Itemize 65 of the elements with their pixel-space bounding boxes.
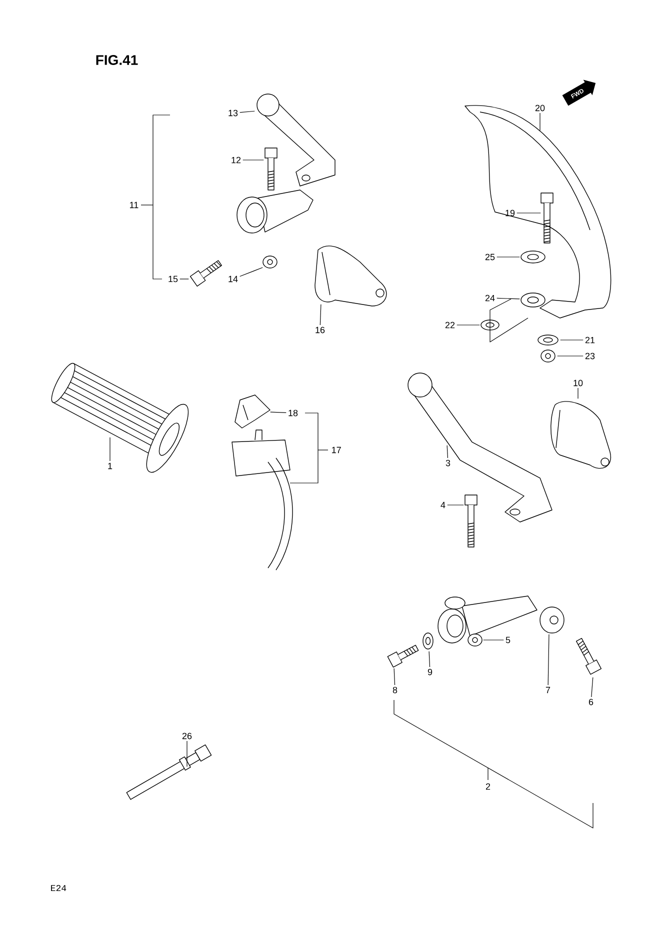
- washer-drawing: [538, 334, 558, 346]
- callout-number: 20: [535, 104, 545, 112]
- nut-drawing: [262, 256, 278, 268]
- strap-drawing: [126, 744, 212, 800]
- leader-line: [270, 412, 286, 414]
- callout-number: 3: [446, 460, 450, 466]
- hand-guard-drawing: [464, 105, 612, 318]
- callout-number: 12: [232, 156, 241, 164]
- callout-number: 10: [574, 380, 583, 386]
- callout-number: 4: [440, 502, 446, 508]
- leader-line: [446, 445, 448, 458]
- callout-number: 15: [168, 276, 178, 282]
- leader-line: [186, 740, 188, 767]
- lever-drawing: [408, 372, 552, 522]
- leader-line: [447, 504, 464, 506]
- leader-line: [320, 304, 322, 326]
- callout-number: 22: [445, 322, 455, 328]
- bolt-drawing: [264, 148, 278, 190]
- leader-line: [496, 256, 520, 258]
- leader-line: [240, 110, 255, 113]
- switch-part-drawing: [234, 394, 270, 428]
- callout-number: 5: [506, 636, 510, 644]
- leader-line: [516, 212, 541, 214]
- screw-drawing: [576, 638, 602, 675]
- leader-line: [496, 298, 520, 300]
- nut-drawing: [468, 634, 482, 646]
- washer-drawing: [520, 250, 546, 264]
- diagram-title: FIG.41: [96, 55, 138, 65]
- washer-drawing: [480, 320, 500, 330]
- callout-number: 2: [486, 783, 490, 790]
- callout-number: 25: [485, 254, 495, 260]
- leader-line: [591, 677, 594, 698]
- lever-drawing: [256, 94, 336, 186]
- spacer-drawing: [520, 292, 546, 308]
- callout-number: 13: [228, 110, 238, 116]
- bolt-drawing: [387, 644, 419, 668]
- callout-number: 23: [585, 352, 595, 360]
- callout-number: 17: [332, 446, 341, 454]
- grip-drawing: [51, 362, 189, 473]
- cover-drawing: [550, 401, 611, 469]
- washer-drawing: [422, 632, 434, 650]
- leader-line: [456, 324, 480, 326]
- callout-number: 14: [228, 276, 238, 282]
- code-text: E24: [51, 885, 66, 892]
- callout-number: 7: [546, 686, 550, 694]
- callout-number: 1: [108, 462, 112, 470]
- leader-line: [394, 668, 396, 686]
- leader-line: [240, 267, 263, 277]
- leader-line: [180, 278, 189, 280]
- screw-drawing: [190, 260, 222, 287]
- callout-number: 18: [288, 410, 298, 416]
- leader-line: [548, 634, 550, 686]
- cover-drawing: [314, 246, 387, 306]
- leader-line: [428, 651, 430, 668]
- adjuster-drawing: [540, 606, 564, 634]
- callout-number: 9: [428, 668, 432, 676]
- callout-number: 6: [588, 698, 594, 706]
- nut-drawing: [540, 350, 556, 362]
- callout-number: 24: [485, 294, 495, 302]
- callout-number: 21: [585, 336, 595, 344]
- bolt-drawing: [464, 494, 478, 548]
- callout-number: 16: [316, 326, 325, 334]
- callout-number: 26: [182, 732, 192, 740]
- callout-number: 8: [392, 686, 398, 694]
- callout-number: 11: [130, 202, 138, 208]
